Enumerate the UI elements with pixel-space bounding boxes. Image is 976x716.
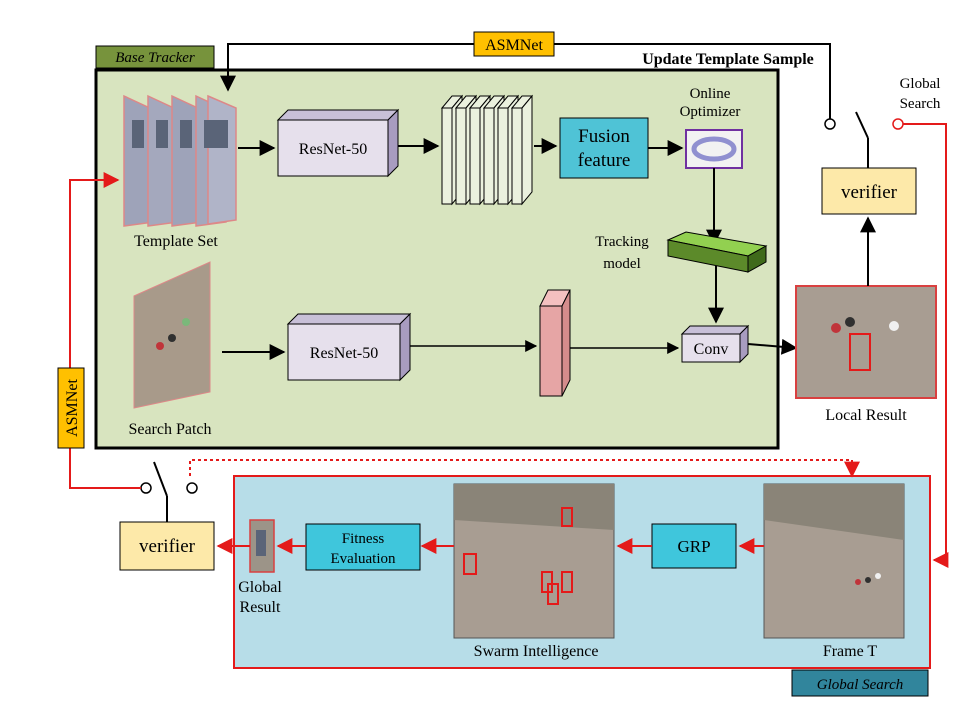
global-search-trigger-line	[903, 123, 949, 568]
fusion-feature-box	[559, 117, 649, 179]
fusion-feature-line2: feature	[578, 150, 631, 171]
swarm-intelligence-image	[453, 483, 615, 639]
global-search-switch-line1: Global	[900, 76, 941, 92]
swarm-intelligence-label: Swarm Intelligence	[474, 643, 599, 660]
optimizer-cycle-icon	[691, 136, 737, 162]
resnet-bottom-block	[286, 312, 412, 382]
frame-t-image	[763, 483, 905, 639]
global-search-title: Global Search	[817, 677, 904, 693]
asmnet-top-box	[473, 31, 555, 57]
asmnet-left-loop	[69, 172, 141, 489]
asmnet-left-box	[57, 367, 85, 449]
online-optimizer-line1: Online	[690, 86, 731, 102]
conv-block	[680, 324, 750, 364]
global-search-switch-line2: Search	[900, 96, 941, 112]
verifier-left-label: verifier	[139, 536, 196, 557]
grp-label: GRP	[677, 537, 710, 556]
base-tracker-tag	[95, 45, 215, 69]
verifier-left-box	[119, 521, 215, 571]
online-optimizer-line2: Optimizer	[680, 104, 741, 120]
dotted-reenter-line	[189, 459, 860, 478]
fusion-feature-line1: Fusion	[578, 126, 630, 147]
search-patch-label: Search Patch	[128, 421, 211, 438]
fitness-evaluation-line2: Evaluation	[331, 551, 396, 567]
grp-box	[651, 523, 737, 569]
local-result-label: Local Result	[825, 407, 907, 424]
asmnet-left-label: ASMNet	[64, 379, 81, 437]
local-result-image	[795, 285, 937, 399]
asmnet-top-label: ASMNet	[485, 37, 543, 54]
template-set-images	[123, 94, 237, 227]
verifier-right-label: verifier	[841, 182, 898, 203]
tracking-model-line2: model	[603, 256, 641, 272]
global-result-line1: Global	[238, 579, 282, 596]
resnet-top-block	[276, 108, 400, 178]
conv-label: Conv	[694, 341, 729, 358]
frame-t-label: Frame T	[823, 643, 878, 660]
arrow-conv-to-local	[747, 338, 798, 355]
tracking-model-line1: Tracking	[595, 234, 649, 250]
base-tracker-title: Base Tracker	[115, 50, 195, 66]
global-result-image	[249, 519, 275, 573]
global-search-tag	[791, 669, 929, 697]
template-set-label: Template Set	[134, 233, 218, 250]
left-switch	[140, 461, 198, 522]
right-switch	[824, 111, 904, 168]
feature-map-stack	[440, 94, 534, 206]
search-patch-image	[133, 261, 211, 409]
fitness-evaluation-box	[305, 523, 421, 571]
resnet-top-label: ResNet-50	[299, 141, 367, 158]
global-result-line2: Result	[240, 599, 281, 616]
resnet-bottom-label: ResNet-50	[310, 345, 378, 362]
tracking-model-block	[666, 231, 768, 273]
fitness-evaluation-line1: Fitness	[342, 531, 385, 547]
verifier-right-box	[821, 167, 917, 215]
update-template-sample-label: Update Template Sample	[642, 51, 814, 68]
search-feature-map	[539, 289, 571, 397]
